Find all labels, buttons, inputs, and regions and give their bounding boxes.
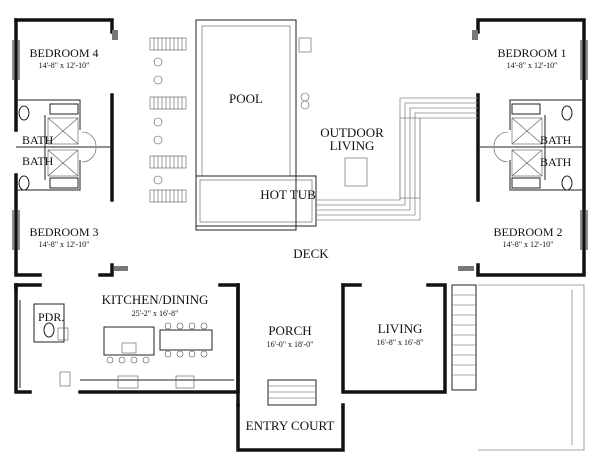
room-name-living: LIVING: [378, 321, 423, 336]
wall: [341, 283, 447, 394]
room-name-outdoor-living-line2: LIVING: [330, 138, 375, 153]
wall: [509, 99, 584, 130]
shower-diagonal: [511, 117, 543, 145]
hot-tub-inner: [199, 179, 313, 223]
room-labels: BEDROOM 4 14'-8" x 12'-10" BEDROOM 1 14'…: [22, 46, 572, 433]
shower: [47, 149, 79, 177]
wall: [509, 160, 584, 191]
door-jamb: [114, 266, 128, 271]
pool-area: [149, 19, 368, 231]
dining-table: [159, 329, 213, 351]
walkway-edge: [316, 107, 478, 211]
room-name-kitchen-dining: KITCHEN/DINING: [102, 292, 209, 307]
room-name-bath: BATH: [22, 154, 54, 168]
shower: [511, 117, 543, 145]
room-name-deck: DECK: [293, 246, 329, 261]
kitchen-island: [103, 326, 155, 356]
planter: [399, 117, 421, 199]
room-name-bedroom-4: BEDROOM 4: [29, 46, 98, 60]
room-name-porch: PORCH: [268, 323, 311, 338]
right-wing: [458, 18, 588, 277]
door-jamb: [472, 30, 478, 40]
wall: [16, 99, 81, 130]
room-dims-bedroom-3: 14'-8" x 12'-10": [39, 240, 90, 249]
lounge-chairs: [149, 37, 187, 203]
wall: [16, 160, 81, 191]
toilet: [43, 322, 55, 338]
walkway-edge: [316, 112, 478, 216]
closet: [511, 177, 541, 189]
wall: [14, 173, 42, 277]
shower-diagonal: [47, 149, 79, 177]
door-swing: [81, 131, 97, 147]
room-dims-kitchen-dining: 25'-2" x 16'-8": [132, 309, 179, 318]
closet: [511, 103, 541, 115]
equipment: [298, 37, 312, 53]
room-name-bedroom-1: BEDROOM 1: [497, 46, 566, 60]
deck-lower-walls: [14, 283, 585, 452]
hot-tub: [195, 175, 317, 227]
door-jamb: [458, 266, 474, 271]
door-jamb: [112, 30, 118, 40]
sink: [175, 375, 195, 389]
walkway: [316, 97, 478, 221]
door-swing: [493, 147, 509, 163]
lower-deck-edge: [478, 284, 585, 451]
pdr-room: [33, 303, 65, 343]
side-table: [153, 75, 163, 85]
porch-steps: [267, 379, 317, 406]
range: [117, 375, 139, 389]
toilet: [561, 175, 573, 191]
side-table: [153, 135, 163, 145]
wall: [236, 403, 345, 452]
toilet: [18, 105, 30, 121]
door-swing: [81, 147, 97, 163]
left-wing: [12, 18, 128, 277]
room-name-bath: BATH: [540, 155, 572, 169]
room-name-pdr: PDR.: [38, 310, 64, 324]
shower: [511, 149, 543, 177]
side-table: [153, 57, 163, 67]
closet: [49, 177, 79, 189]
closet: [49, 103, 79, 115]
room-name-bedroom-2: BEDROOM 2: [493, 225, 562, 239]
wall: [98, 263, 114, 277]
room-name-outdoor-living-line1: OUTDOOR: [320, 125, 384, 140]
side-table: [153, 117, 163, 127]
pool: [195, 19, 297, 231]
room-dims-bedroom-4: 14'-8" x 12'-10": [39, 61, 90, 70]
appliance: [59, 371, 71, 387]
shower-diagonal: [511, 149, 543, 177]
side-table: [153, 175, 163, 185]
room-name-pool: POOL: [229, 91, 263, 106]
outdoor-table: [344, 157, 368, 187]
toilet: [18, 175, 30, 191]
exterior-stairs: [451, 284, 477, 391]
grill-burner: [300, 100, 310, 110]
room-dims-porch: 16'-0" x 18'-0": [267, 340, 314, 349]
shower-diagonal: [47, 117, 79, 145]
walkway-edge: [316, 102, 478, 206]
sink: [57, 327, 69, 341]
wall: [14, 283, 32, 394]
toilet: [561, 105, 573, 121]
room-name-hot-tub: HOT TUB: [260, 187, 316, 202]
wall: [14, 18, 114, 34]
room-dims-bedroom-2: 14'-8" x 12'-10": [503, 240, 554, 249]
room-name-entry-court: ENTRY COURT: [246, 418, 335, 433]
room-name-bedroom-3: BEDROOM 3: [29, 225, 98, 239]
door-swing: [493, 131, 509, 147]
shower: [47, 117, 79, 145]
room-name-bath: BATH: [540, 133, 572, 147]
room-name-bath: BATH: [22, 133, 54, 147]
island-sink: [121, 342, 137, 354]
grill-burner: [300, 92, 310, 102]
room-dims-living: 16'-8" x 16'-8": [377, 338, 424, 347]
room-dims-bedroom-1: 14'-8" x 12'-10": [507, 61, 558, 70]
